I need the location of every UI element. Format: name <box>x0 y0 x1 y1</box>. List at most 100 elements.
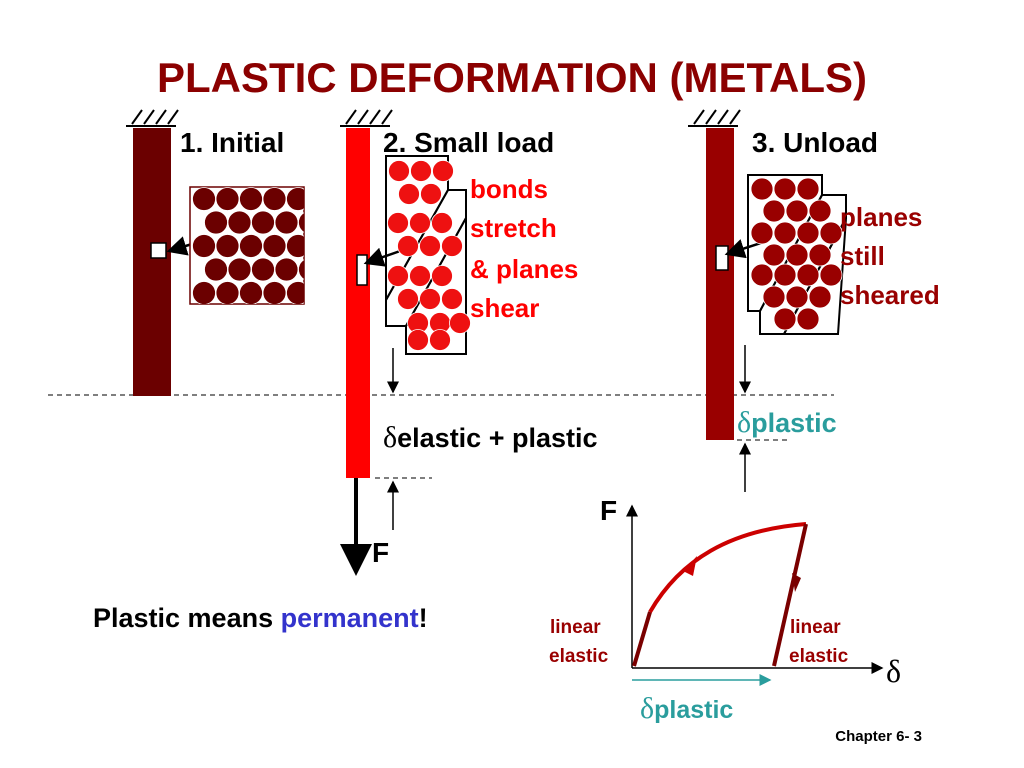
atom <box>192 281 216 304</box>
atom <box>750 221 774 245</box>
atom <box>251 210 275 235</box>
atom <box>227 210 252 235</box>
wall-hatch <box>340 109 393 127</box>
unloading-direction-arrowhead <box>792 573 801 592</box>
atom <box>762 285 786 309</box>
statement-suffix: ! <box>419 603 428 633</box>
atom <box>262 234 287 258</box>
annotation-line: elastic <box>789 646 849 667</box>
atom <box>773 177 797 201</box>
atom <box>762 199 786 223</box>
atom <box>239 281 263 304</box>
atom <box>387 265 409 287</box>
annotation-unloaded: planes still sheared <box>840 202 940 310</box>
loading-direction-arrowhead <box>683 556 697 576</box>
atom <box>409 265 431 287</box>
atom <box>387 212 409 234</box>
atom <box>796 177 820 201</box>
atom <box>419 235 441 257</box>
atom <box>431 265 453 287</box>
annotation-line: bonds <box>470 174 548 204</box>
zoom-arrow <box>363 247 404 267</box>
atom <box>431 212 453 234</box>
atom <box>819 221 843 245</box>
annotation-line: sheared <box>840 280 940 310</box>
atom <box>388 160 410 182</box>
atom <box>796 263 820 287</box>
atom <box>773 307 797 331</box>
atom <box>796 307 820 331</box>
annotation-line: planes <box>840 202 922 232</box>
atom <box>192 187 216 211</box>
right-annotation: linear elastic <box>789 617 849 667</box>
annotation-line: linear <box>550 617 601 638</box>
stage-label-unload: 3. Unload <box>752 127 878 158</box>
atom <box>449 312 471 334</box>
marker-square <box>150 242 167 259</box>
annotation-line: linear <box>790 617 841 638</box>
marker-square <box>356 254 368 286</box>
atom <box>298 212 304 233</box>
atom <box>432 160 454 182</box>
force-label: F <box>372 537 389 568</box>
atom <box>274 257 299 282</box>
lattice-loaded <box>385 155 471 355</box>
delta-symbol: δ <box>383 421 397 454</box>
delta-symbol: δ <box>737 406 751 439</box>
delta-plastic: δplastic <box>737 406 837 439</box>
atom <box>398 183 420 205</box>
atom <box>239 187 263 211</box>
atom <box>262 281 287 304</box>
atom <box>227 257 252 282</box>
bar-loaded <box>346 128 370 478</box>
atom <box>750 263 774 287</box>
loading-elastic-segment <box>632 611 652 667</box>
atom <box>251 257 275 282</box>
loading-plastic-curve <box>648 522 807 614</box>
stage-label-initial: 1. Initial <box>180 127 284 158</box>
atom <box>441 235 463 257</box>
statement: Plastic means permanent! <box>93 603 428 633</box>
bar-unloaded <box>706 128 734 440</box>
atom <box>239 234 263 258</box>
atom <box>796 221 820 245</box>
annotation-line: shear <box>470 293 539 323</box>
wall-hatch <box>126 109 179 127</box>
stage-label-small-load: 2. Small load <box>383 127 554 158</box>
atom <box>397 288 419 310</box>
atom <box>420 183 442 205</box>
chapter-footer: Chapter 6- 3 <box>835 728 922 745</box>
x-axis-label: δ <box>886 653 901 689</box>
annotation-line: still <box>840 241 885 271</box>
annotation-line: & planes <box>470 254 578 284</box>
atom <box>410 160 432 182</box>
atom <box>785 243 809 267</box>
annotation-line: elastic <box>549 646 609 667</box>
stage-unload: 3. Unload planes still sheared δplastic <box>688 109 940 492</box>
atom <box>819 263 843 287</box>
atom <box>785 199 809 223</box>
atom <box>215 281 240 304</box>
atom <box>773 263 797 287</box>
slide-title: PLASTIC DEFORMATION (METALS) <box>157 54 867 101</box>
atom <box>215 234 240 258</box>
atom <box>274 210 299 235</box>
lattice-initial <box>192 187 304 304</box>
statement-prefix: Plastic means <box>93 603 281 633</box>
atom <box>409 212 431 234</box>
annotation-loaded: bonds stretch & planes shear <box>470 174 586 323</box>
atom <box>773 221 797 245</box>
atom <box>808 285 832 309</box>
atom <box>204 257 228 282</box>
atom <box>262 187 287 211</box>
annotation-line: stretch <box>470 213 557 243</box>
atom <box>192 234 216 258</box>
left-annotation: linear elastic <box>549 617 609 667</box>
delta-text: plastic <box>654 696 733 724</box>
y-axis-label: F <box>600 495 617 526</box>
atom <box>808 199 832 223</box>
atom <box>286 281 304 304</box>
atom <box>750 177 774 201</box>
delta-symbol: δ <box>640 692 654 725</box>
